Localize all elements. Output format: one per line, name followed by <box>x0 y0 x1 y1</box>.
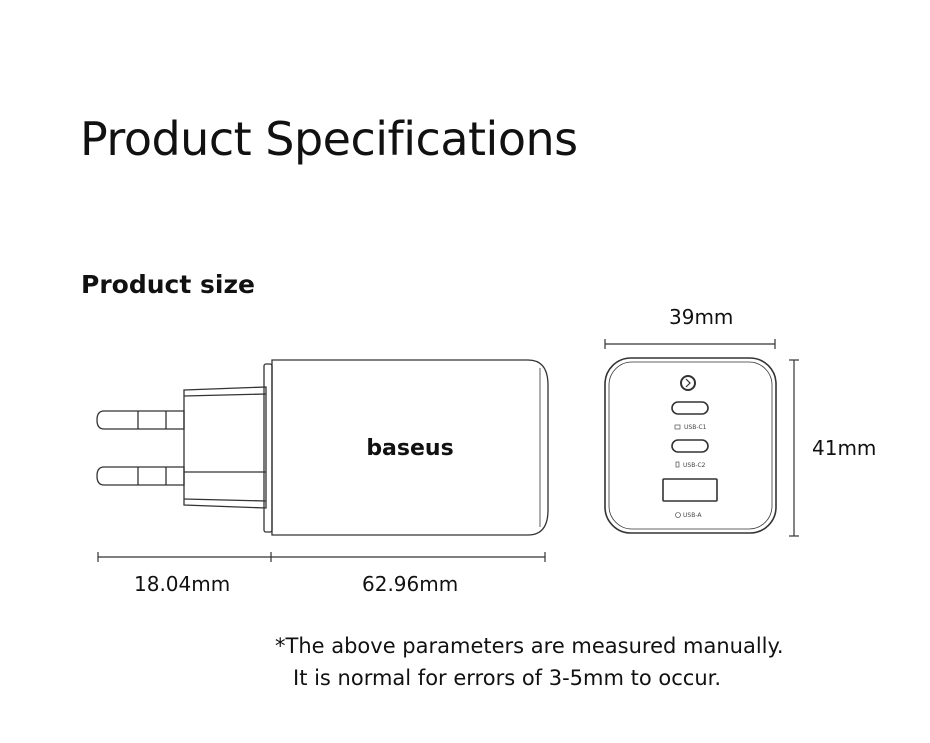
usb-c2-port <box>671 439 709 453</box>
side-view-drawing <box>96 359 549 536</box>
side-dimension-lines <box>97 552 546 562</box>
usb-c1-label: USB-C1 <box>684 424 707 431</box>
front-view-drawing <box>604 357 777 534</box>
height-dimension-label: 41mm <box>812 436 877 460</box>
body-length-dimension-label: 62.96mm <box>362 572 459 596</box>
usb-c1-port <box>671 401 709 415</box>
note-line-1: *The above parameters are measured manua… <box>275 634 784 658</box>
laptop-icon <box>674 424 681 430</box>
note-line-2: It is normal for errors of 3-5mm to occu… <box>293 666 722 690</box>
front-dimension-lines <box>604 339 799 537</box>
bolt-circle-icon <box>675 512 681 518</box>
brand-badge-icon <box>680 375 696 391</box>
usb-a-port <box>662 478 718 502</box>
usb-a-label: USB-A <box>683 512 702 519</box>
phone-icon <box>675 461 680 468</box>
width-dimension-label: 39mm <box>669 305 734 329</box>
baseus-logo: baseus <box>366 436 453 461</box>
usb-c2-label: USB-C2 <box>683 462 706 469</box>
plug-length-dimension-label: 18.04mm <box>134 572 231 596</box>
measurement-note: *The above parameters are measured manua… <box>275 630 784 694</box>
page-title: Product Specifications <box>80 112 578 166</box>
section-title-product-size: Product size <box>81 270 255 299</box>
